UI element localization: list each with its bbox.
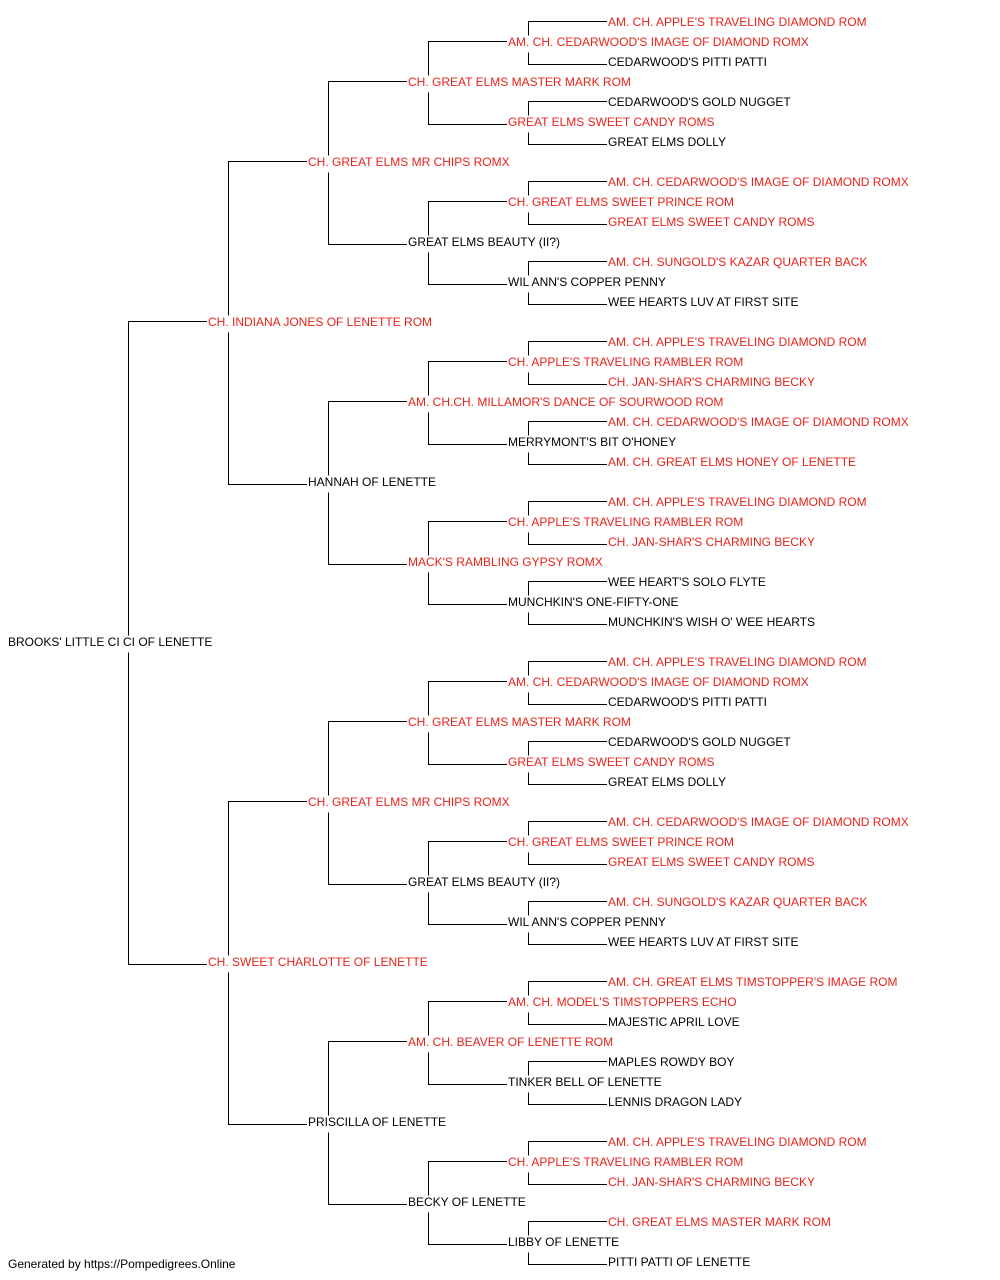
ancestor-name: AM. CH. CEDARWOOD'S IMAGE OF DIAMOND ROM… bbox=[608, 815, 909, 829]
ancestor-name: CH. GREAT ELMS SWEET PRINCE ROM bbox=[508, 835, 735, 849]
ancestor-name: TINKER BELL OF LENETTE bbox=[508, 1075, 662, 1089]
ancestor-name: AM. CH. CEDARWOOD'S IMAGE OF DIAMOND ROM… bbox=[608, 175, 909, 189]
ancestor-name: MAJESTIC APRIL LOVE bbox=[608, 1015, 740, 1029]
ancestor-name: LENNIS DRAGON LADY bbox=[608, 1095, 743, 1109]
ancestor-name: CH. INDIANA JONES OF LENETTE ROM bbox=[208, 315, 433, 329]
ancestor-name: PITTI PATTI OF LENETTE bbox=[608, 1255, 751, 1269]
ancestor-name: CEDARWOOD'S PITTI PATTI bbox=[608, 695, 767, 709]
ancestor-name: MUNCHKIN'S WISH O' WEE HEARTS bbox=[608, 615, 816, 629]
ancestor-name: CH. JAN-SHAR'S CHARMING BECKY bbox=[608, 535, 815, 549]
ancestor-name: CH. GREAT ELMS MASTER MARK ROM bbox=[408, 715, 631, 729]
ancestor-name: AM. CH. GREAT ELMS TIMSTOPPER'S IMAGE RO… bbox=[608, 975, 898, 989]
ancestor-name: CH. GREAT ELMS MR CHIPS ROMX bbox=[308, 155, 510, 169]
ancestor-name: CEDARWOOD'S GOLD NUGGET bbox=[608, 95, 791, 109]
ancestor-name: CH. APPLE'S TRAVELING RAMBLER ROM bbox=[508, 1155, 744, 1169]
ancestor-name: AM. CH. MODEL'S TIMSTOPPERS ECHO bbox=[508, 995, 737, 1009]
ancestor-name: AM. CH. APPLE'S TRAVELING DIAMOND ROM bbox=[608, 655, 867, 669]
ancestor-name: GREAT ELMS SWEET CANDY ROMS bbox=[608, 855, 815, 869]
ancestor-name: GREAT ELMS DOLLY bbox=[608, 775, 727, 789]
subject-dog-name: BROOKS' LITTLE CI CI OF LENETTE bbox=[8, 635, 213, 649]
ancestor-name: LIBBY OF LENETTE bbox=[508, 1235, 620, 1249]
generated-by-footer: Generated by https://Pompedigrees.Online bbox=[8, 1257, 236, 1271]
ancestor-name: CH. GREAT ELMS MASTER MARK ROM bbox=[608, 1215, 831, 1229]
ancestor-name: CH. APPLE'S TRAVELING RAMBLER ROM bbox=[508, 515, 744, 529]
ancestor-name: CH. JAN-SHAR'S CHARMING BECKY bbox=[608, 375, 815, 389]
ancestor-name: CH. GREAT ELMS SWEET PRINCE ROM bbox=[508, 195, 735, 209]
ancestor-name: AM. CH. GREAT ELMS HONEY OF LENETTE bbox=[608, 455, 857, 469]
ancestor-name: CH. JAN-SHAR'S CHARMING BECKY bbox=[608, 1175, 815, 1189]
ancestor-name: HANNAH OF LENETTE bbox=[308, 475, 437, 489]
ancestor-name: MERRYMONT'S BIT O'HONEY bbox=[508, 435, 677, 449]
ancestor-name: AM. CH. APPLE'S TRAVELING DIAMOND ROM bbox=[608, 335, 867, 349]
ancestor-name: AM. CH. CEDARWOOD'S IMAGE OF DIAMOND ROM… bbox=[508, 35, 809, 49]
ancestor-name: GREAT ELMS BEAUTY (II?) bbox=[408, 235, 561, 249]
ancestor-name: AM. CH. CEDARWOOD'S IMAGE OF DIAMOND ROM… bbox=[608, 415, 909, 429]
ancestor-name: WIL ANN'S COPPER PENNY bbox=[508, 915, 666, 929]
ancestor-name: WEE HEARTS LUV AT FIRST SITE bbox=[608, 295, 799, 309]
ancestor-name: PRISCILLA OF LENETTE bbox=[308, 1115, 447, 1129]
ancestor-name: GREAT ELMS BEAUTY (II?) bbox=[408, 875, 561, 889]
ancestor-name: AM. CH. CEDARWOOD'S IMAGE OF DIAMOND ROM… bbox=[508, 675, 809, 689]
ancestor-name: GREAT ELMS SWEET CANDY ROMS bbox=[608, 215, 815, 229]
ancestor-name: CH. GREAT ELMS MASTER MARK ROM bbox=[408, 75, 631, 89]
ancestor-name: WIL ANN'S COPPER PENNY bbox=[508, 275, 666, 289]
ancestor-name: AM. CH. APPLE'S TRAVELING DIAMOND ROM bbox=[608, 15, 867, 29]
ancestor-name: AM. CH. APPLE'S TRAVELING DIAMOND ROM bbox=[608, 1135, 867, 1149]
ancestor-name: GREAT ELMS SWEET CANDY ROMS bbox=[508, 755, 715, 769]
ancestor-name: AM. CH. SUNGOLD'S KAZAR QUARTER BACK bbox=[608, 895, 868, 909]
ancestor-name: BECKY OF LENETTE bbox=[408, 1195, 526, 1209]
ancestor-name: CH. SWEET CHARLOTTE OF LENETTE bbox=[208, 955, 428, 969]
ancestor-name: GREAT ELMS SWEET CANDY ROMS bbox=[508, 115, 715, 129]
ancestor-name: MACK'S RAMBLING GYPSY ROMX bbox=[408, 555, 603, 569]
ancestor-name: CH. GREAT ELMS MR CHIPS ROMX bbox=[308, 795, 510, 809]
ancestor-name: MAPLES ROWDY BOY bbox=[608, 1055, 735, 1069]
ancestor-name: CEDARWOOD'S PITTI PATTI bbox=[608, 55, 767, 69]
ancestor-name: AM. CH.CH. MILLAMOR'S DANCE OF SOURWOOD … bbox=[408, 395, 724, 409]
ancestor-name: WEE HEART'S SOLO FLYTE bbox=[608, 575, 766, 589]
ancestor-name: CH. APPLE'S TRAVELING RAMBLER ROM bbox=[508, 355, 744, 369]
ancestor-name: GREAT ELMS DOLLY bbox=[608, 135, 727, 149]
ancestor-name: CEDARWOOD'S GOLD NUGGET bbox=[608, 735, 791, 749]
ancestor-name: AM. CH. BEAVER OF LENETTE ROM bbox=[408, 1035, 614, 1049]
ancestor-name: WEE HEARTS LUV AT FIRST SITE bbox=[608, 935, 799, 949]
ancestor-name: AM. CH. APPLE'S TRAVELING DIAMOND ROM bbox=[608, 495, 867, 509]
ancestor-name: AM. CH. SUNGOLD'S KAZAR QUARTER BACK bbox=[608, 255, 868, 269]
ancestor-name: MUNCHKIN'S ONE-FIFTY-ONE bbox=[508, 595, 679, 609]
